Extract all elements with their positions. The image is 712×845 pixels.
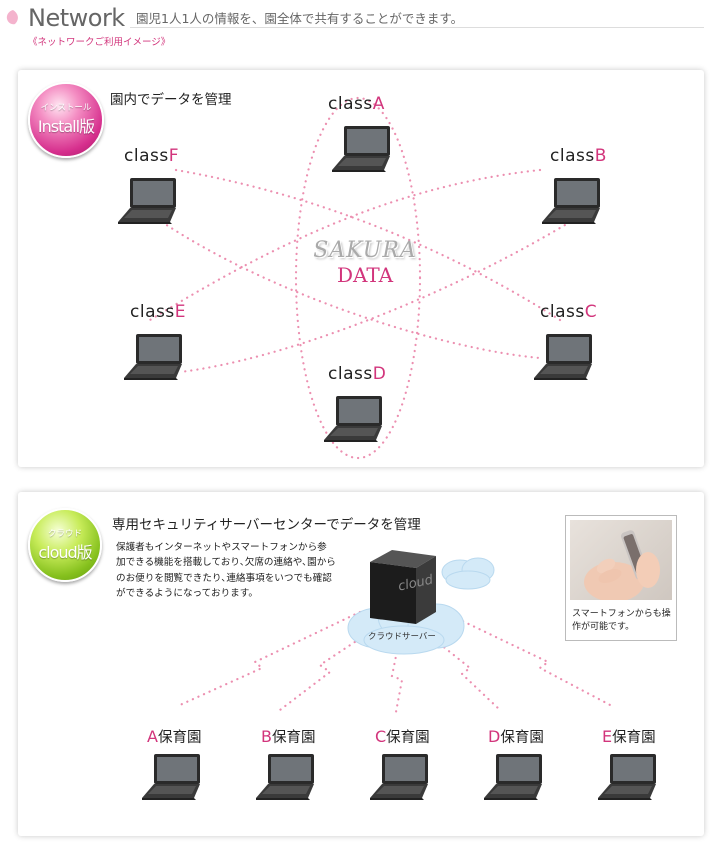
- cloud-badge-big-label: cloud版: [38, 543, 92, 562]
- smartphone-photo: [570, 520, 672, 600]
- install-badge: インストール Install版: [28, 82, 104, 158]
- class-label-a: classA: [328, 94, 385, 114]
- server-icon: [370, 550, 436, 624]
- sakura-data-logo: SAKURA DATA: [300, 238, 430, 287]
- class-label-c: classC: [540, 302, 598, 322]
- class-label-f: classF: [124, 146, 179, 166]
- cloud-description: 保護者もインターネットやスマートフォンから参加できる機能を搭載しており､欠席の連…: [116, 542, 336, 599]
- nursery-label-b: B保育園: [261, 727, 316, 746]
- nursery-label-a: A保育園: [147, 727, 202, 746]
- sakura-logo-text: SAKURA: [313, 238, 417, 263]
- cloud-server-label: クラウドサーバー: [368, 632, 436, 642]
- laptop-icon-nursery-d: [484, 754, 542, 800]
- cloud-badge-small-label: クラウド: [47, 529, 82, 539]
- laptop-icon-nursery-e: [598, 754, 656, 800]
- laptop-icon-nursery-c: [370, 754, 428, 800]
- laptop-icon-nursery-b: [256, 754, 314, 800]
- page-title: Network: [28, 4, 125, 32]
- header-divider: [130, 27, 704, 28]
- cloud-badge: クラウド cloud版: [28, 508, 102, 582]
- install-caption: 園内でデータを管理: [110, 92, 232, 108]
- laptop-icon-nursery-a: [142, 754, 200, 800]
- nursery-label-d: D保育園: [488, 727, 544, 746]
- class-label-b: classB: [550, 146, 607, 166]
- page-description: 園児1人1人の情報を、園全体で共有することができます。: [136, 11, 464, 26]
- class-label-d: classD: [328, 364, 387, 384]
- smartphone-panel: スマートフォンからも操作が可能です。: [565, 515, 677, 641]
- install-badge-big-label: Install版: [37, 117, 95, 136]
- cloud-caption: 専用セキュリティサーバーセンターでデータを管理: [112, 517, 421, 533]
- install-badge-small-label: インストール: [40, 103, 92, 113]
- class-label-e: classE: [130, 302, 186, 322]
- nursery-label-c: C保育園: [375, 727, 430, 746]
- smartphone-caption: スマートフォンからも操作が可能です。: [572, 609, 671, 632]
- nursery-label-e: E保育園: [602, 727, 656, 746]
- page-subtitle: 《ネットワークご利用イメージ》: [28, 37, 171, 48]
- sakura-petal-icon: [6, 10, 18, 25]
- data-label: DATA: [336, 263, 394, 287]
